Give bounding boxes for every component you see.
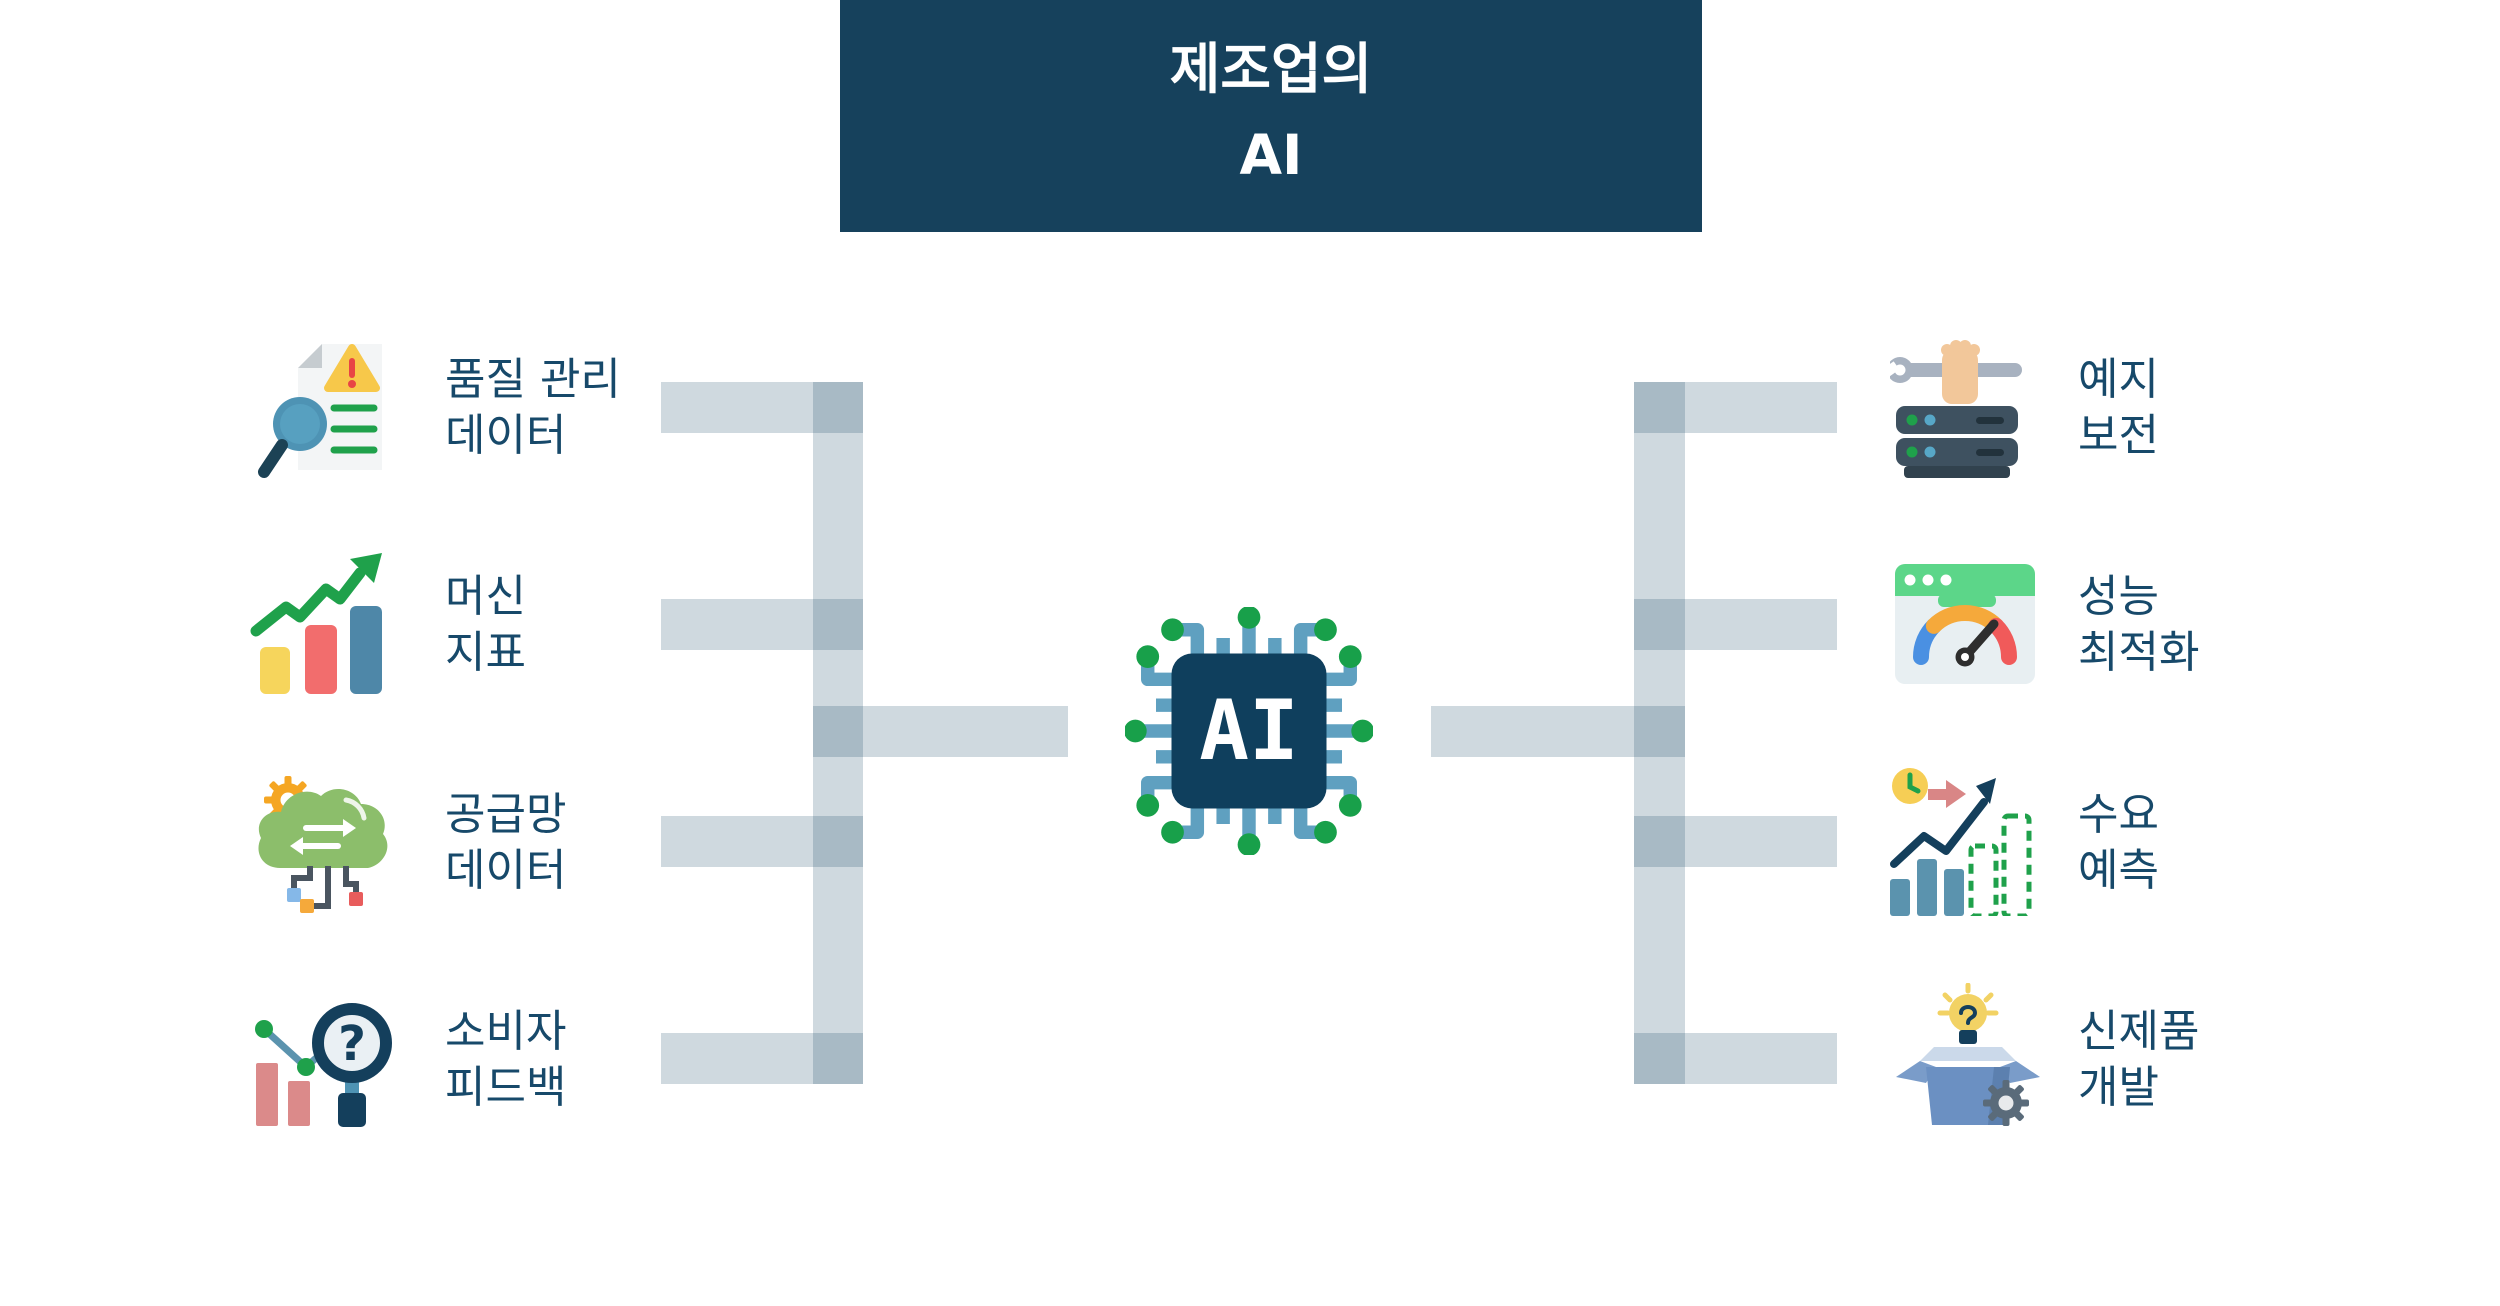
server-maintenance-icon [1890, 340, 2022, 478]
input-label-supply: 공급망 데이터 [445, 789, 567, 896]
output-label-demand: 수요 예측 [2078, 789, 2159, 896]
question-mark: ? [338, 1016, 366, 1072]
output-label-performance: 성능 최적화 [2078, 571, 2200, 678]
hand [1941, 340, 1980, 404]
output-label-maintenance: 예지 보전 [2078, 354, 2159, 461]
input-connector-spine [813, 382, 863, 1084]
output-connector-bar-4 [1634, 1033, 1837, 1084]
input-connector-bar-4 [661, 1033, 863, 1084]
input-connector-bar-1 [661, 382, 863, 433]
output-connector-bar-3 [1634, 816, 1837, 867]
input-label-feedback: 소비자 피드백 [445, 1006, 567, 1113]
title-line-1: 제조업의 [1169, 37, 1373, 101]
demand-forecast-icon [1890, 768, 2032, 916]
input-connector-stub [813, 706, 1068, 757]
gear-icon [1983, 1080, 2029, 1126]
output-label-product: 신제품 개발 [2078, 1006, 2200, 1113]
input-connector-bar-3 [661, 816, 863, 867]
input-label-machine: 머신 지표 [445, 571, 526, 678]
input-connector-bar-2 [661, 599, 863, 650]
ai-chip-icon: AI [1125, 607, 1373, 855]
quality-report-magnifier-icon [258, 344, 382, 478]
output-connector-stub [1431, 706, 1685, 757]
performance-gauge-icon [1895, 564, 2035, 684]
output-connector-spine [1634, 382, 1685, 1084]
supply-chain-cloud-icon [258, 776, 388, 913]
title-line-2: AI [1239, 123, 1303, 187]
new-product-box-icon [1896, 983, 2040, 1126]
output-connector-bar-1 [1634, 382, 1837, 433]
ai-chip-label: AI [1199, 683, 1299, 779]
title-banner: 제조업의 AI [840, 0, 1702, 232]
input-label-quality: 품질 관리 데이터 [445, 354, 621, 461]
bar-chart-growth-icon [250, 553, 382, 694]
feedback-search-icon: ? [255, 1003, 392, 1127]
output-connector-bar-2 [1634, 599, 1837, 650]
